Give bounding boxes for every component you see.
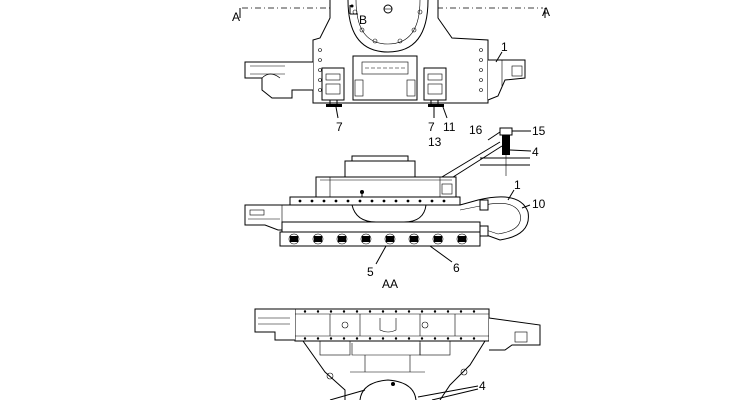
leader-5	[375, 245, 387, 265]
detail-mark: B	[359, 13, 367, 27]
bearing-ring-inner	[355, 0, 421, 45]
lower-box	[419, 340, 451, 356]
callout-4: 4	[479, 379, 486, 393]
carbody-top	[289, 196, 461, 206]
left-arm-lug	[261, 73, 281, 79]
bearing-bolt	[417, 9, 423, 15]
track-frame	[281, 221, 481, 233]
section-mark-left: A	[232, 10, 240, 24]
callout-6: 6	[453, 261, 460, 275]
bolt-thread	[502, 135, 510, 155]
mid-left-arm	[244, 204, 290, 231]
lower-ring	[359, 379, 417, 401]
center-slot	[361, 61, 409, 75]
beam-bracket	[379, 318, 397, 333]
beam-hole	[341, 321, 349, 329]
hose-clamp	[479, 225, 489, 237]
detail-dot	[350, 4, 354, 8]
beam-hole	[421, 321, 429, 329]
bottom-left-arm	[254, 308, 295, 341]
middle-view: 16 15 4	[244, 123, 546, 291]
lower-bolt	[460, 368, 468, 376]
bearing-bolt	[397, 38, 403, 44]
lower-box	[319, 340, 351, 356]
leader-1	[507, 189, 515, 201]
roller-rail	[279, 231, 481, 247]
turret	[344, 160, 416, 178]
housing-bolts	[318, 48, 483, 92]
beam-bolts	[303, 310, 476, 340]
callout-13: 13	[428, 135, 442, 149]
hose-inner	[459, 203, 521, 235]
right-arm	[487, 59, 526, 101]
leader-4	[417, 385, 479, 398]
bearing-bolt	[411, 27, 417, 33]
leader-16	[487, 131, 501, 141]
top-view: A A B	[232, 0, 550, 149]
deck-pin-head	[360, 190, 364, 194]
left-arm-detail	[250, 65, 285, 75]
callout-15: 15	[532, 124, 546, 138]
center-block	[354, 79, 364, 97]
callout-16: 16	[469, 123, 483, 137]
turret-cap	[351, 155, 409, 162]
bracket-right	[423, 67, 447, 107]
bearing-bolt	[372, 38, 378, 44]
ring-marker	[391, 382, 395, 386]
callout-5: 5	[367, 265, 374, 279]
bottom-view: 4	[254, 308, 541, 401]
rollers	[288, 233, 468, 245]
leader-6	[429, 245, 453, 263]
callout-1: 1	[501, 40, 508, 54]
callout-10: 10	[532, 197, 546, 211]
right-arm-lug	[511, 65, 523, 77]
bottom-right-arm	[488, 317, 541, 351]
center-block	[406, 79, 416, 97]
view-title: AA	[382, 277, 398, 291]
lower-leader	[329, 389, 366, 401]
lower-channel	[351, 343, 421, 356]
callout-7: 7	[336, 120, 343, 134]
lower-left-edge	[302, 340, 346, 400]
leader-7	[335, 106, 339, 119]
bracket-left	[321, 67, 345, 107]
leader-1	[495, 51, 503, 63]
callout-7: 7	[428, 120, 435, 134]
hose-clamp	[479, 199, 489, 211]
callout-11: 11	[443, 120, 456, 134]
callout-1: 1	[514, 178, 521, 192]
left-arm	[244, 61, 313, 99]
bottom-right-lug	[514, 331, 528, 343]
hose-outer	[459, 196, 529, 241]
mid-left-lug	[249, 209, 265, 216]
center-bowl	[351, 204, 427, 223]
lower-bolt	[326, 372, 334, 380]
leader-4	[509, 149, 532, 152]
leader-11	[442, 106, 448, 119]
leader-4	[431, 388, 479, 401]
section-mark-right: A	[542, 5, 550, 19]
bolt-head	[499, 127, 513, 136]
deck-box	[441, 183, 453, 195]
bearing-ring-outer	[347, 0, 429, 53]
callout-4: 4	[532, 145, 539, 159]
carbody-bolts	[298, 199, 446, 203]
leader-10	[521, 204, 531, 209]
bearing-bolt	[359, 27, 365, 33]
center-plate	[352, 55, 418, 101]
